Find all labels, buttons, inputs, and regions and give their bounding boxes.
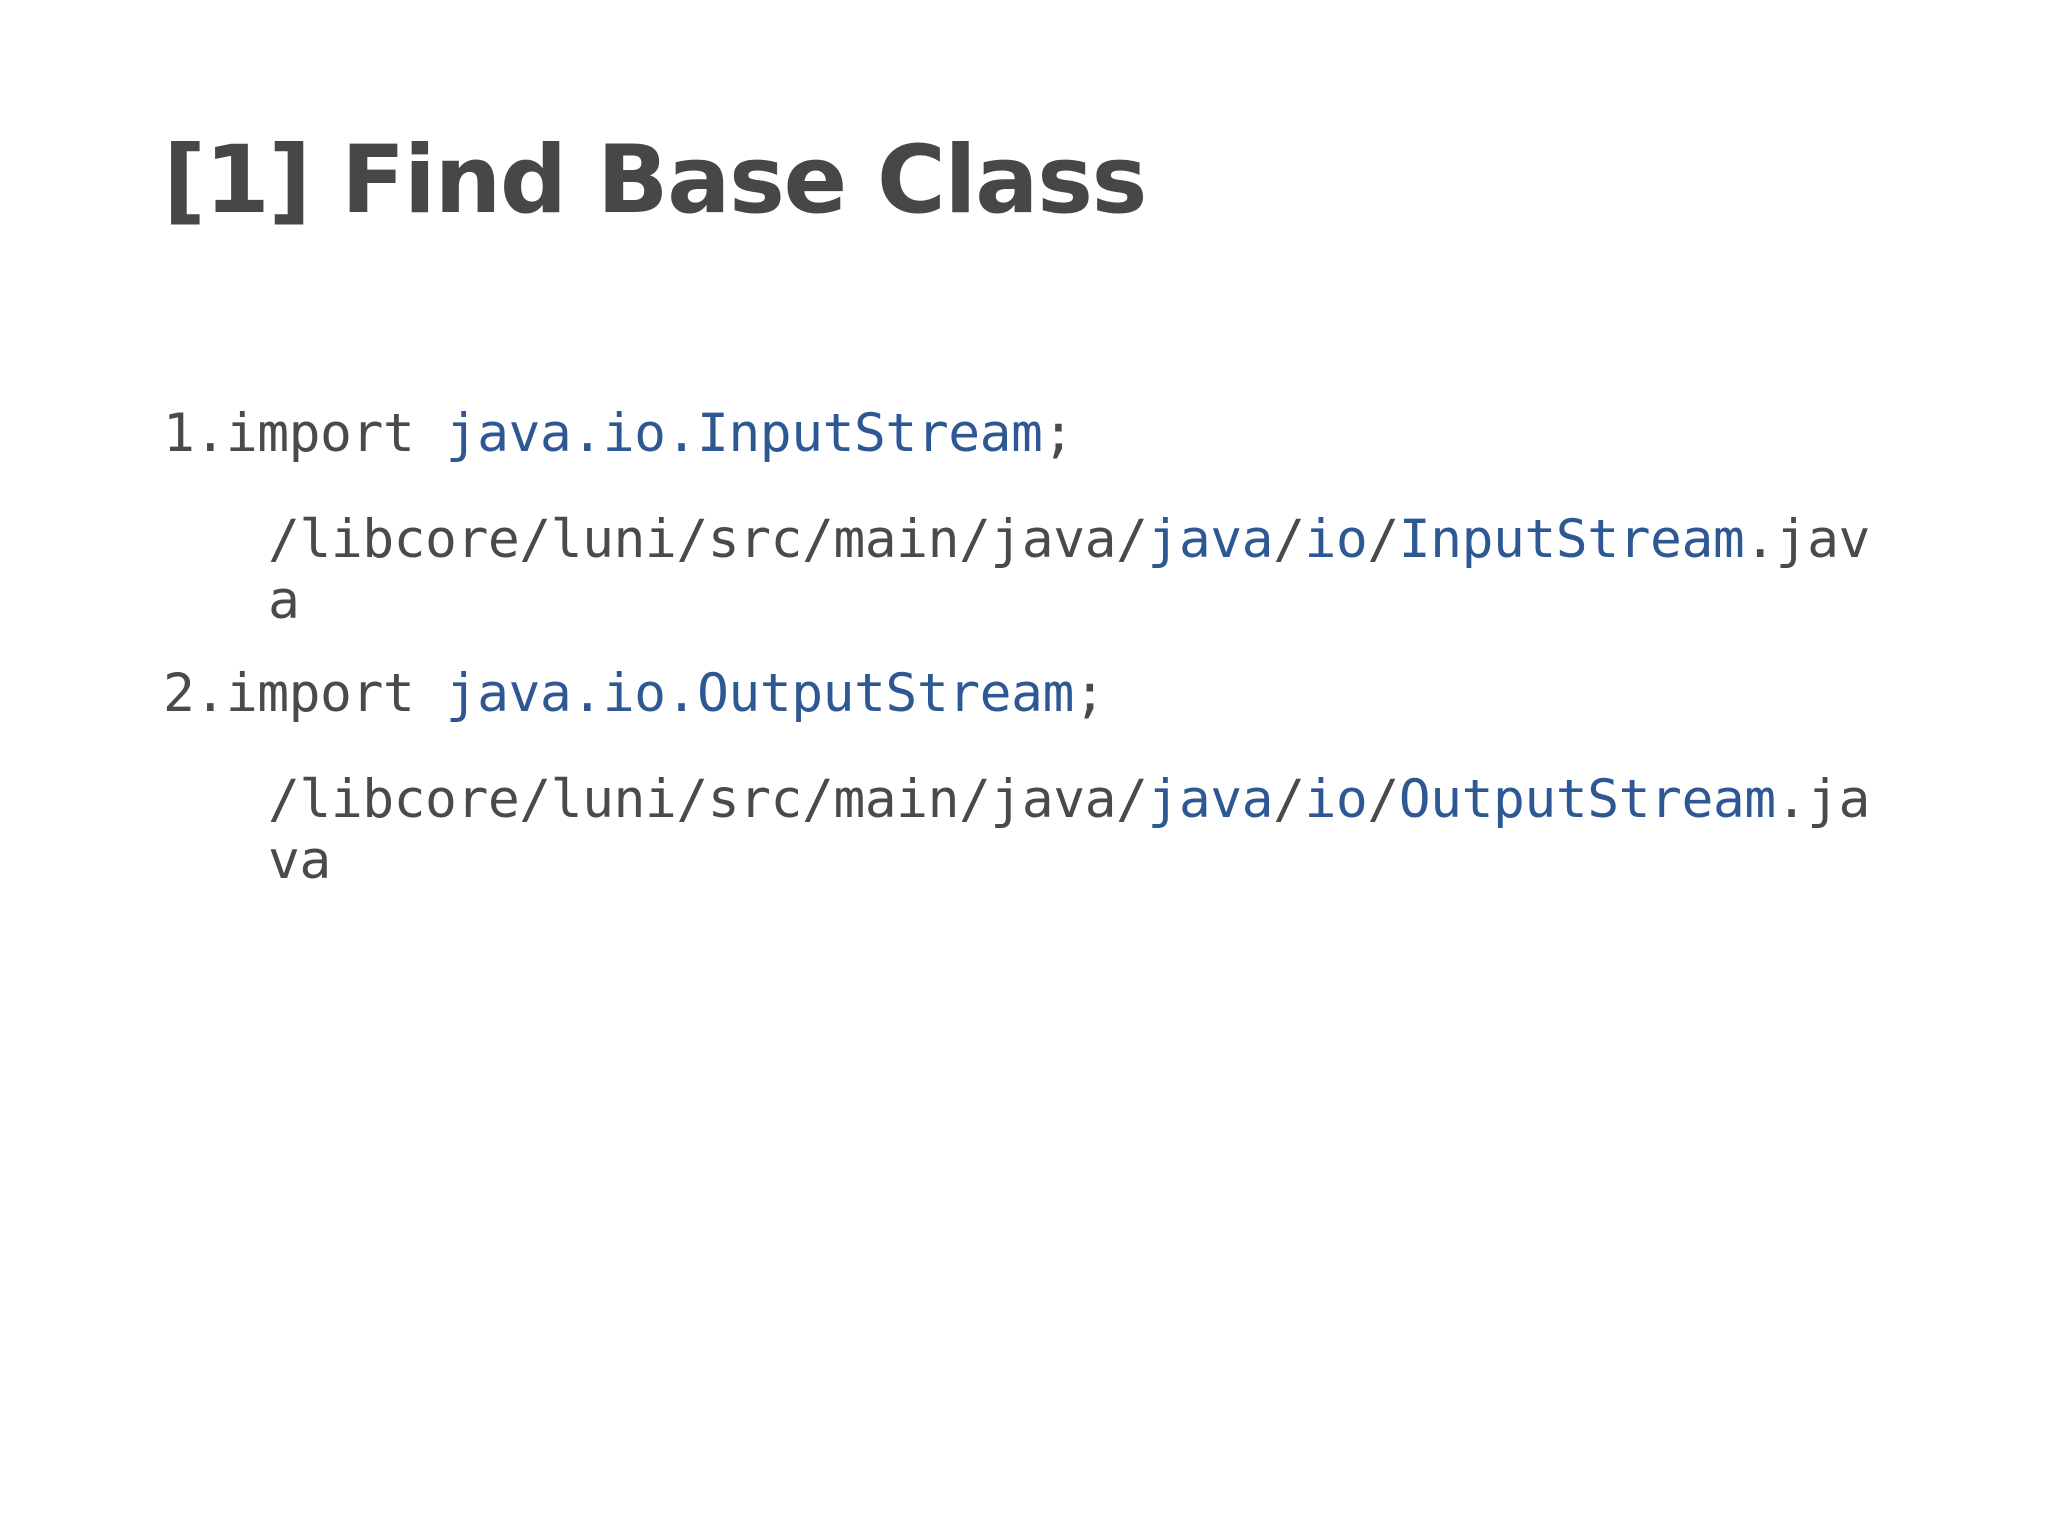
file-path-extension-1: .java	[268, 509, 1870, 631]
import-statement-1: 1.import java.io.InputStream;	[163, 405, 1893, 462]
import-terminator-2: ;	[1073, 663, 1106, 725]
file-path-package-2b: io	[1304, 769, 1368, 831]
file-path-package-1a: java	[1147, 509, 1274, 571]
list-marker-1: 1.	[163, 403, 226, 464]
list-item: 1.import java.io.InputStream; /libcore/l…	[163, 405, 1893, 631]
file-path-2: /libcore/luni/src/main/java/java/io/Outp…	[268, 769, 1893, 891]
file-path-classname-1: InputStream	[1398, 509, 1745, 571]
file-path-prefix-1: /libcore/luni/src/main/java/	[268, 509, 1148, 571]
import-qualified-name-2: java.io.OutputStream	[445, 663, 1075, 725]
file-path-package-1b: io	[1304, 509, 1368, 571]
file-path-classname-2: OutputStream	[1398, 769, 1776, 831]
import-keyword-1: import	[225, 403, 446, 464]
file-path-separator-1b: /	[1367, 509, 1399, 571]
file-path-package-2a: java	[1147, 769, 1274, 831]
file-path-extension-2: .java	[268, 769, 1870, 891]
page-title: [1] Find Base Class	[163, 126, 1147, 235]
import-statement-2: 2.import java.io.OutputStream;	[163, 665, 1893, 722]
file-path-1: /libcore/luni/src/main/java/java/io/Inpu…	[268, 509, 1893, 631]
file-path-separator-1a: /	[1273, 509, 1305, 571]
import-list: 1.import java.io.InputStream; /libcore/l…	[163, 405, 1893, 891]
list-marker-2: 2.	[163, 663, 226, 725]
file-path-separator-2b: /	[1367, 769, 1399, 831]
file-path-separator-2a: /	[1273, 769, 1305, 831]
list-item: 2.import java.io.OutputStream; /libcore/…	[163, 665, 1893, 891]
import-qualified-name-1: java.io.InputStream	[445, 403, 1043, 464]
import-keyword-2: import	[225, 663, 446, 725]
import-terminator-1: ;	[1042, 403, 1074, 464]
file-path-prefix-2: /libcore/luni/src/main/java/	[268, 769, 1148, 831]
